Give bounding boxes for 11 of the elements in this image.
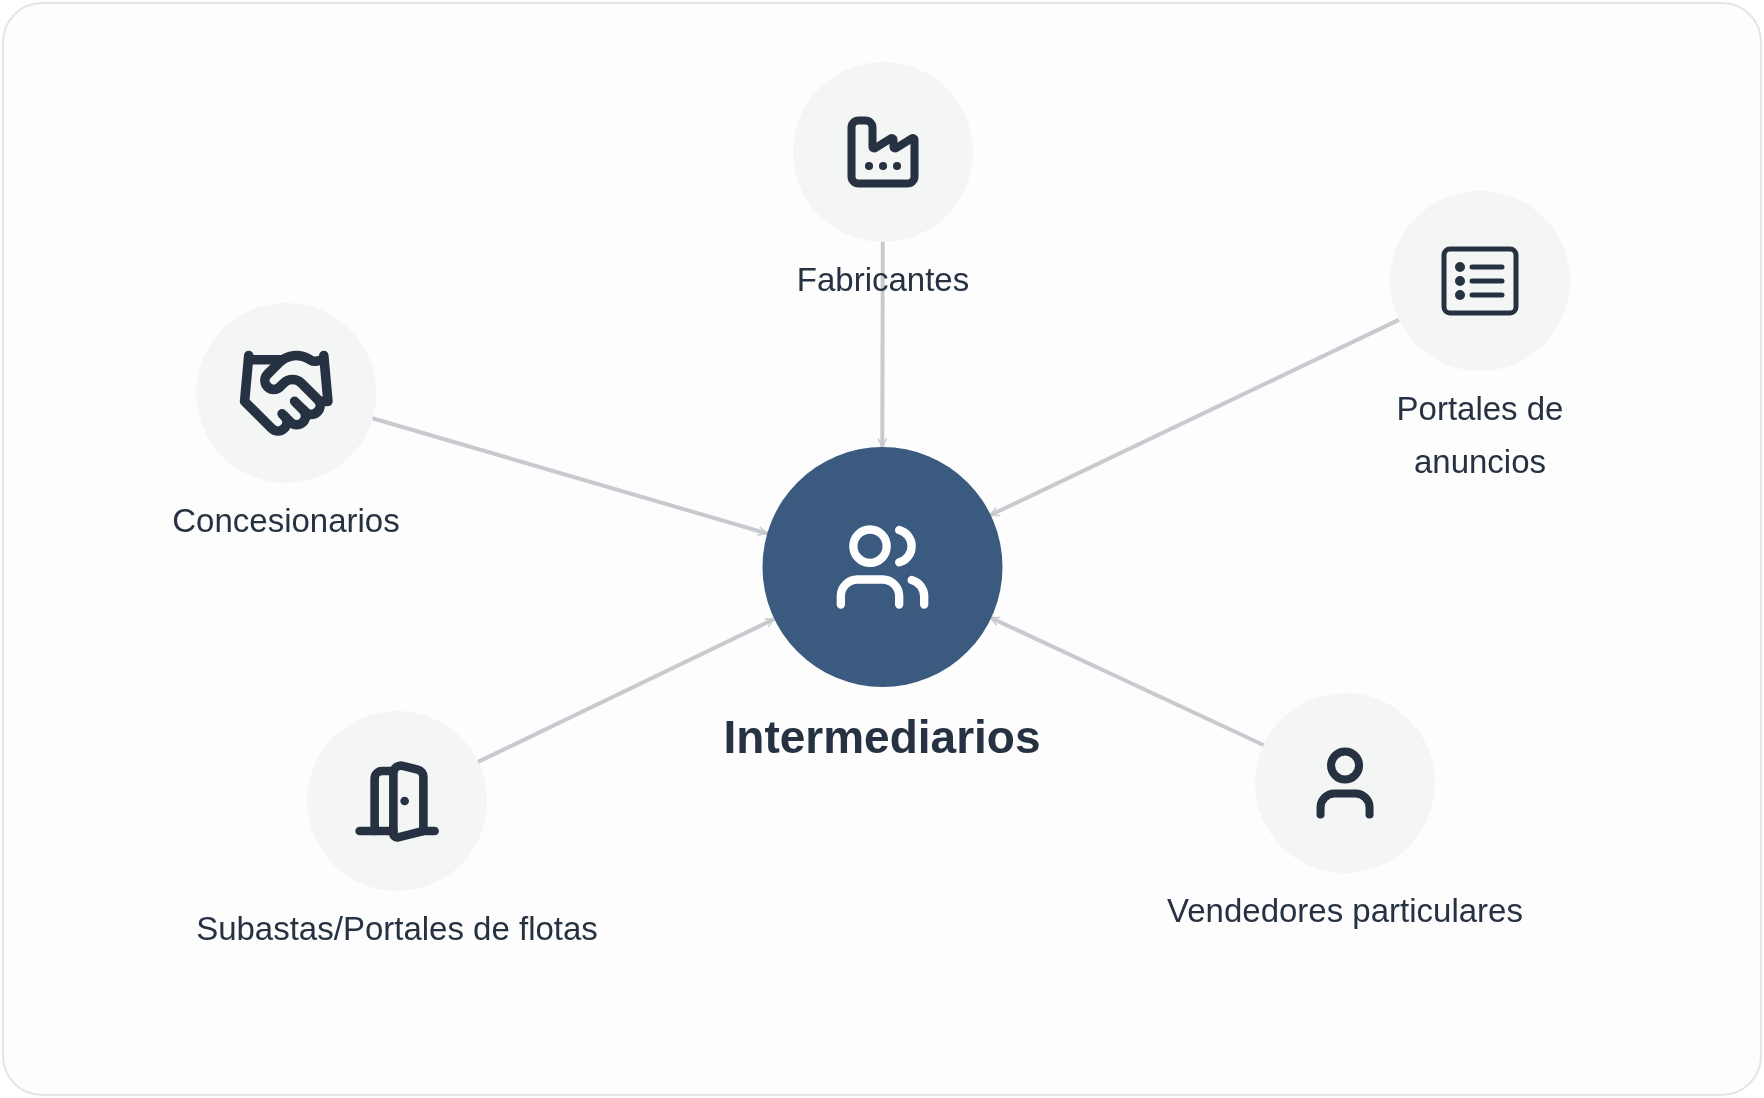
node-label: Vendedores particulares (1167, 891, 1523, 931)
arrow (877, 240, 888, 449)
arrow (476, 617, 776, 764)
arrow (988, 615, 1266, 747)
node-label: Portales de anuncios (1395, 389, 1565, 482)
arrow (988, 317, 1401, 518)
node-label: Concesionarios (172, 501, 400, 541)
arrow (370, 416, 769, 536)
node-label: Fabricantes (796, 260, 970, 300)
node-label: Intermediarios (723, 710, 1041, 765)
node-label: Subastas/Portales de flotas (196, 909, 598, 949)
